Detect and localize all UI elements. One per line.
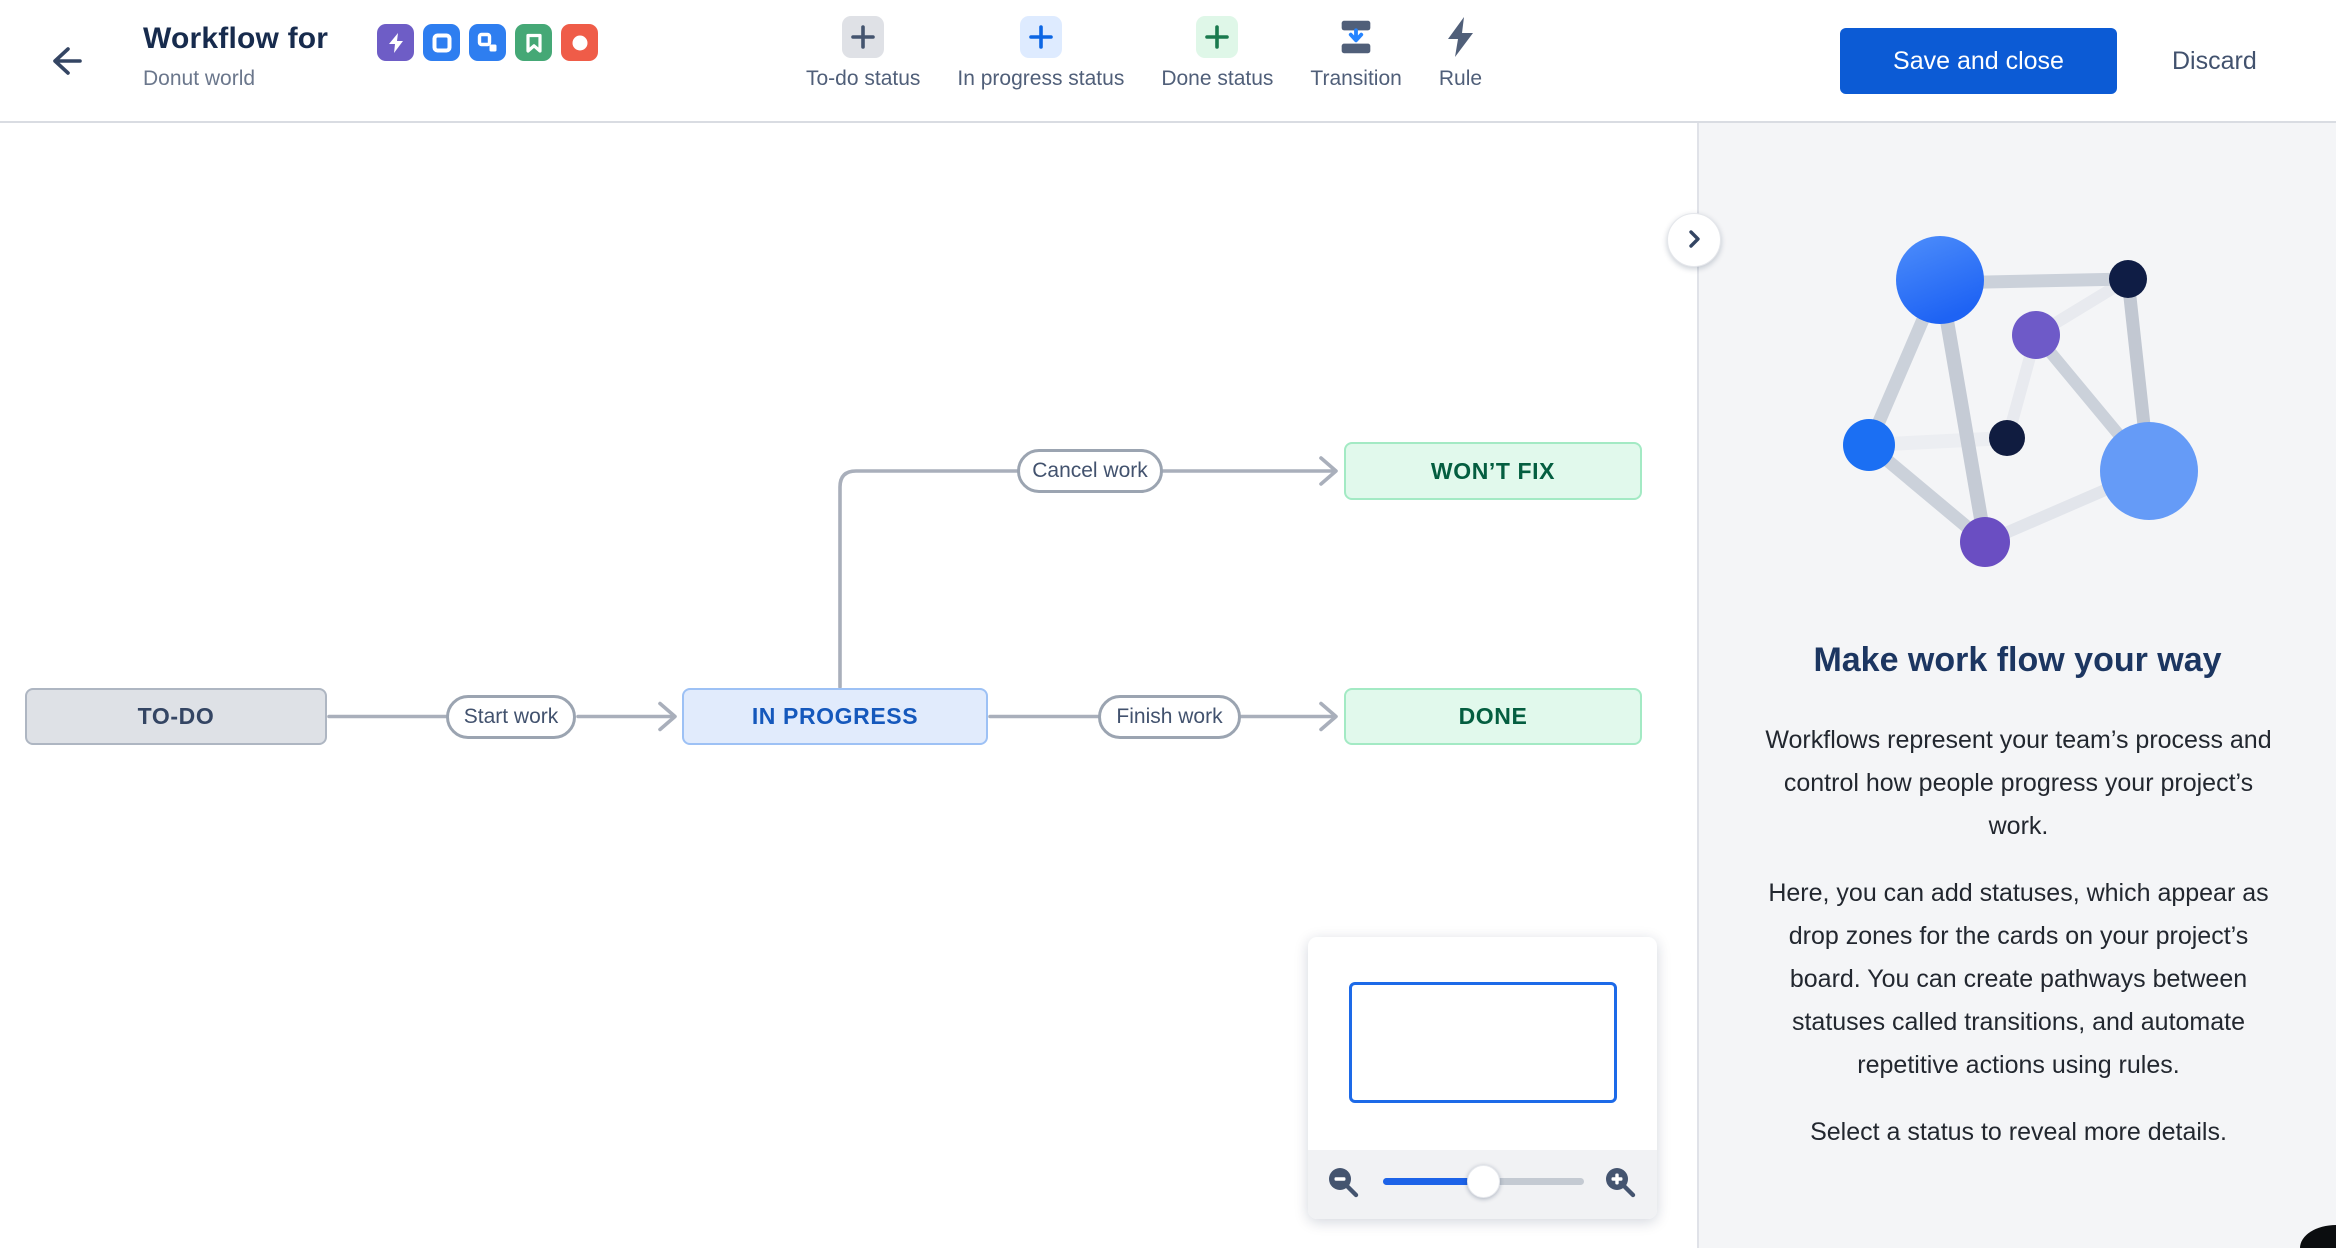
status-node-done[interactable]: DONE bbox=[1344, 688, 1642, 745]
story-issue-type-icon bbox=[515, 24, 552, 61]
node-big-light-blue bbox=[2100, 422, 2198, 520]
toolbar-label: In progress status bbox=[957, 67, 1125, 90]
node-blue-left bbox=[1843, 419, 1895, 471]
node-purple-bottom bbox=[1960, 517, 2010, 567]
status-node-wont-fix[interactable]: WON’T FIX bbox=[1344, 442, 1642, 500]
zoom-out-button[interactable] bbox=[1324, 1164, 1364, 1204]
panel-copy: Workflows represent your team’s process … bbox=[1761, 719, 2276, 1178]
toolbar-label: To-do status bbox=[806, 67, 921, 90]
minimap-controls bbox=[1308, 1150, 1657, 1219]
node-navy-small-top bbox=[2109, 260, 2147, 298]
toolbar-label: Done status bbox=[1161, 67, 1274, 90]
panel-paragraph: Select a status to reveal more details. bbox=[1810, 1118, 2227, 1146]
editor-toolbar: To-do status In progress status Done sta… bbox=[806, 16, 1482, 91]
task-issue-type-icon bbox=[423, 24, 460, 61]
panel-heading: Make work flow your way bbox=[1813, 641, 2222, 679]
page-title: Workflow for bbox=[143, 22, 329, 55]
toolbar-label: Transition bbox=[1310, 67, 1402, 90]
project-name: Donut world bbox=[143, 67, 256, 90]
magnifier-minus-icon bbox=[1325, 1168, 1363, 1205]
zoom-in-button[interactable] bbox=[1601, 1164, 1641, 1204]
plus-icon bbox=[1196, 16, 1239, 58]
workflow-edges bbox=[327, 456, 1338, 732]
panel-collapse-button[interactable] bbox=[1667, 213, 1721, 267]
save-and-close-button[interactable]: Save and close bbox=[1840, 28, 2117, 94]
zoom-slider-thumb[interactable] bbox=[1467, 1165, 1500, 1198]
add-inprogress-status-button[interactable]: In progress status bbox=[957, 16, 1124, 91]
back-button[interactable] bbox=[42, 40, 86, 84]
help-panel: Make work flow your way Workflows repres… bbox=[1697, 123, 2336, 1248]
subtask-issue-type-icon bbox=[469, 24, 506, 61]
arrow-left-icon bbox=[44, 46, 84, 84]
discard-button[interactable]: Discard bbox=[2158, 28, 2271, 94]
minimap bbox=[1308, 937, 1657, 1219]
add-rule-button[interactable]: Rule bbox=[1439, 16, 1482, 91]
transition-cancel-work[interactable]: Cancel work bbox=[1017, 449, 1163, 493]
status-node-todo[interactable]: TO-DO bbox=[25, 688, 327, 745]
lightning-icon bbox=[1439, 16, 1481, 58]
add-transition-button[interactable]: Transition bbox=[1310, 16, 1402, 91]
transition-icon bbox=[1335, 16, 1377, 58]
chevron-right-icon bbox=[1683, 228, 1705, 253]
workflow-canvas[interactable]: TO-DO IN PROGRESS WON’T FIX DONE Start w… bbox=[0, 123, 1697, 1248]
plus-icon bbox=[842, 16, 885, 58]
bug-issue-type-icon bbox=[561, 24, 598, 61]
node-navy-small-center bbox=[1989, 420, 2025, 456]
zoom-slider-fill bbox=[1383, 1178, 1482, 1185]
add-done-status-button[interactable]: Done status bbox=[1161, 16, 1273, 91]
node-big-blue bbox=[1896, 236, 1984, 324]
magnifier-plus-icon bbox=[1602, 1168, 1640, 1205]
transition-finish-work[interactable]: Finish work bbox=[1098, 695, 1241, 739]
minimap-viewport[interactable] bbox=[1349, 982, 1617, 1103]
plus-icon bbox=[1019, 16, 1062, 58]
panel-paragraph: Workflows represent your team’s process … bbox=[1765, 726, 2272, 840]
transition-start-work[interactable]: Start work bbox=[446, 695, 576, 739]
status-node-in-progress[interactable]: IN PROGRESS bbox=[682, 688, 988, 745]
panel-paragraph: Here, you can add statuses, which appear… bbox=[1768, 879, 2269, 1079]
add-todo-status-button[interactable]: To-do status bbox=[806, 16, 920, 91]
workflow-illustration bbox=[1843, 236, 2198, 567]
zoom-slider[interactable] bbox=[1383, 1165, 1584, 1198]
bolt-issue-type-icon bbox=[377, 24, 414, 61]
toolbar-label: Rule bbox=[1438, 67, 1483, 90]
node-purple-mid bbox=[2012, 311, 2060, 359]
issue-type-icons bbox=[377, 24, 598, 61]
app-header: Workflow for Donut world To-do status bbox=[0, 0, 2336, 123]
